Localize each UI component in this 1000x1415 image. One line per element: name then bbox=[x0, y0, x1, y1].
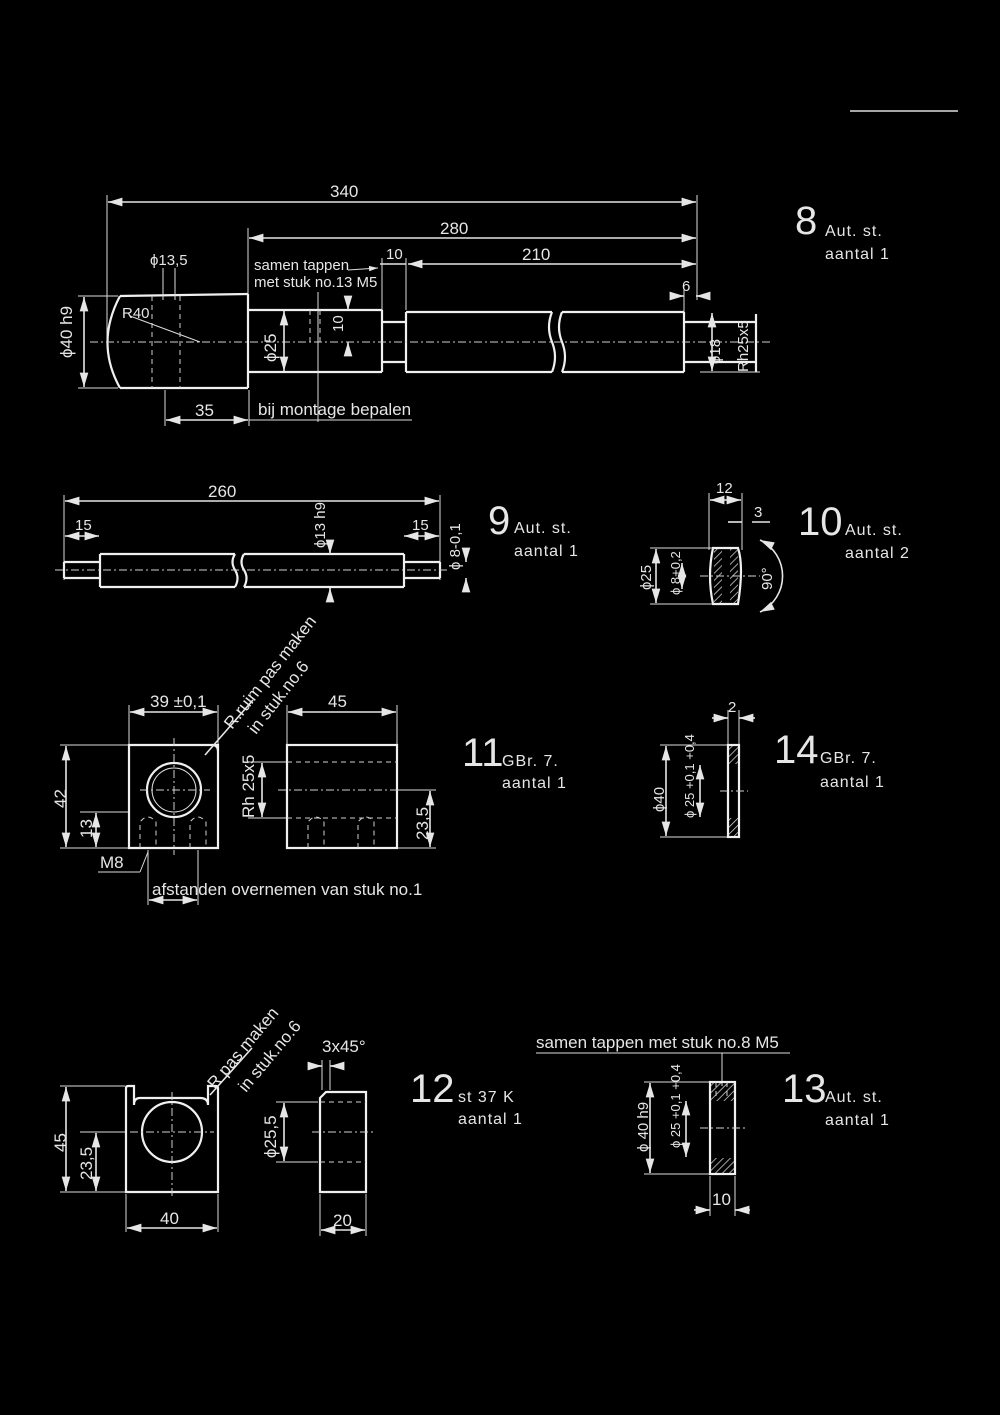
dim-15-right: 15 bbox=[412, 517, 429, 534]
part-14-material: GBr. 7. bbox=[820, 750, 877, 767]
dim-42: 42 bbox=[51, 789, 70, 808]
part-13-drawing: samen tappen met stuk no.8 M5 ϕ 40 h9 ϕ … bbox=[536, 1033, 790, 1216]
dim-dia135: ϕ13,5 bbox=[150, 252, 188, 269]
dim-10-hole: 10 bbox=[330, 315, 347, 332]
part-10-material: Aut. st. bbox=[845, 522, 903, 539]
part-12-drawing: R pas maken in stuk.no.6 45 23,5 40 ϕ25,… bbox=[51, 1004, 374, 1236]
part-11-material: GBr. 7. bbox=[502, 753, 559, 770]
dim-chamfer: 3x45° bbox=[322, 1037, 366, 1056]
part-number-8: 8 bbox=[795, 199, 817, 243]
dim-235-p12: 23,5 bbox=[77, 1147, 96, 1180]
dim-dia40h9-p13: ϕ 40 h9 bbox=[635, 1102, 652, 1152]
dim-40-p12: 40 bbox=[160, 1209, 179, 1228]
part-9-quantity: aantal 1 bbox=[514, 543, 579, 560]
dim-dia25-p10: ϕ25 bbox=[638, 565, 655, 590]
part-8-drawing: 340 280 210 10 6 bbox=[57, 182, 770, 426]
part-13-label: 13 Aut. st. aantal 1 bbox=[782, 1067, 890, 1129]
part-10-label: 10 Aut. st. aantal 2 bbox=[798, 500, 910, 562]
dim-20: 20 bbox=[333, 1211, 352, 1230]
dim-rh25x5-p11: Rh 25x5 bbox=[239, 755, 258, 818]
part-10-drawing: 12 3 ϕ25 ϕ 8+0,2 90° bbox=[638, 480, 784, 613]
note-bij-montage: bij montage bepalen bbox=[258, 400, 411, 419]
dim-r40: R40 bbox=[122, 305, 150, 322]
dim-dia13h9: ϕ13 h9 bbox=[312, 502, 329, 548]
part-13-material: Aut. st. bbox=[825, 1089, 883, 1106]
part-14-drawing: 2 ϕ40 ϕ 25 +0,1 +0,4 bbox=[651, 699, 755, 839]
part-number-11: 11 bbox=[462, 731, 504, 775]
part-9-drawing: 260 15 15 ϕ13 h9 ϕ 8-0,1 bbox=[55, 482, 471, 603]
dim-39: 39 ±0,1 bbox=[150, 692, 207, 711]
part-8-label: 8 Aut. st. aantal 1 bbox=[795, 199, 890, 263]
dim-dia18: ϕ18 bbox=[707, 339, 724, 364]
part-12-label: 12 st 37 K aantal 1 bbox=[410, 1067, 523, 1128]
dim-10-p13: 10 bbox=[712, 1190, 731, 1209]
dim-dia255: ϕ25,5 bbox=[261, 1115, 280, 1158]
dim-45-p11: 45 bbox=[328, 692, 347, 711]
dim-dia8-p10: ϕ 8+0,2 bbox=[668, 551, 683, 595]
part-13-quantity: aantal 1 bbox=[825, 1112, 890, 1129]
dim-45-p12: 45 bbox=[51, 1133, 70, 1152]
dim-dia25: ϕ25 bbox=[261, 334, 280, 362]
dim-90deg: 90° bbox=[759, 567, 776, 590]
part-8-material: Aut. st. bbox=[825, 223, 883, 240]
part-12-quantity: aantal 1 bbox=[458, 1111, 523, 1128]
part-12-material: st 37 K bbox=[458, 1089, 515, 1106]
part-8-quantity: aantal 1 bbox=[825, 246, 890, 263]
dim-235-p11: 23,5 bbox=[413, 807, 432, 840]
dim-dia25-p14: ϕ 25 +0,1 +0,4 bbox=[682, 734, 697, 818]
dim-35: 35 bbox=[195, 401, 214, 420]
part-11-quantity: aantal 1 bbox=[502, 775, 567, 792]
note-afstanden: afstanden overnemen van stuk no.1 bbox=[152, 880, 422, 899]
dim-dia40-p14: ϕ40 bbox=[651, 787, 668, 812]
part-number-13: 13 bbox=[782, 1067, 827, 1111]
dim-12: 12 bbox=[716, 480, 733, 497]
dim-210: 210 bbox=[522, 245, 550, 264]
dim-13: 13 bbox=[77, 819, 96, 838]
part-number-14: 14 bbox=[774, 728, 819, 772]
note-samen-tappen: samen tappen bbox=[254, 257, 349, 274]
part-number-9: 9 bbox=[488, 499, 510, 543]
note-samen-tappen-p13: samen tappen met stuk no.8 M5 bbox=[536, 1033, 779, 1052]
part-9-material: Aut. st. bbox=[514, 520, 572, 537]
dim-dia40h9: ϕ40 h9 bbox=[57, 306, 76, 358]
part-11-label: 11 GBr. 7. aantal 1 bbox=[462, 731, 567, 792]
dim-260: 260 bbox=[208, 482, 236, 501]
part-9-label: 9 Aut. st. aantal 1 bbox=[488, 499, 579, 560]
dim-dia8: ϕ 8-0,1 bbox=[447, 523, 464, 570]
dim-dia25-p13: ϕ 25 +0,1 +0,4 bbox=[668, 1064, 683, 1148]
part-10-quantity: aantal 2 bbox=[845, 545, 910, 562]
dim-2: 2 bbox=[728, 699, 736, 716]
part-14-quantity: aantal 1 bbox=[820, 774, 885, 791]
part-number-10: 10 bbox=[798, 500, 843, 544]
part-14-label: 14 GBr. 7. aantal 1 bbox=[774, 728, 885, 791]
dim-rh25x5: Rh25x5 bbox=[735, 320, 752, 372]
dim-3: 3 bbox=[754, 504, 762, 521]
part-11-drawing: 39 ±0,1 R.ruim pas maken in stuk.no.6 42… bbox=[51, 612, 436, 905]
dim-10: 10 bbox=[386, 246, 403, 263]
note-met-stuk-13: met stuk no.13 M5 bbox=[254, 274, 377, 291]
dim-15-left: 15 bbox=[75, 517, 92, 534]
part-number-12: 12 bbox=[410, 1067, 455, 1111]
dim-280: 280 bbox=[440, 219, 468, 238]
dim-6: 6 bbox=[682, 278, 690, 295]
dim-m8: M8 bbox=[100, 853, 124, 872]
dim-340: 340 bbox=[330, 182, 358, 201]
